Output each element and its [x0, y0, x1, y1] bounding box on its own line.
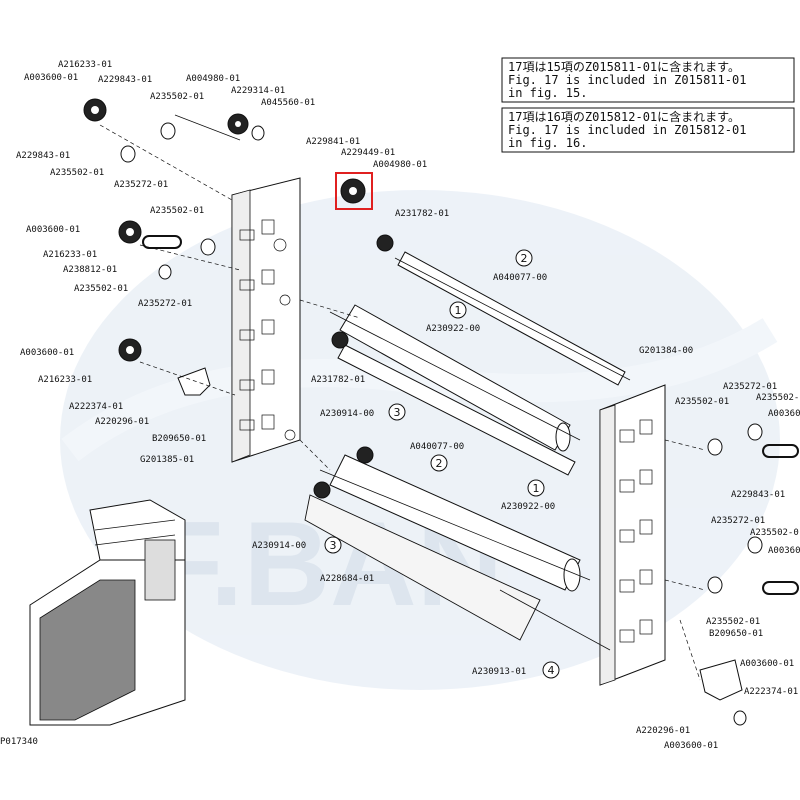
- note-2-line-1: 17項は16項のZ015812-01に含まれます。: [508, 109, 740, 124]
- part-label: A004980-01: [373, 160, 427, 170]
- part-label: A230922-00: [426, 324, 480, 334]
- part-label: A229841-01: [306, 137, 360, 147]
- highlighted-gear-icon: [335, 172, 373, 210]
- svg-text:4: 4: [548, 664, 555, 677]
- part-label: A235272-01: [138, 299, 192, 309]
- svg-text:3: 3: [394, 406, 401, 419]
- part-label: A003600-01: [24, 73, 78, 83]
- part-label: A235502-01: [706, 617, 760, 627]
- callout-4: 4: [542, 661, 560, 679]
- svg-text:2: 2: [436, 457, 443, 470]
- part-label: A00360: [768, 546, 800, 556]
- gear-icon: [313, 234, 394, 499]
- part-label: A235502-01: [675, 397, 729, 407]
- highlight-box: [335, 172, 373, 210]
- note-1-line-2: Fig. 17 is included in Z015811-01: [508, 73, 746, 87]
- part-label: A003600-01: [740, 659, 794, 669]
- svg-text:2: 2: [521, 252, 528, 265]
- right-frame-plate: [599, 384, 666, 686]
- part-label: A238812-01: [63, 265, 117, 275]
- part-label: G201384-00: [639, 346, 693, 356]
- svg-text:1: 1: [455, 304, 462, 317]
- guide-plate: [304, 494, 541, 641]
- part-label: A229314-01: [231, 86, 285, 96]
- part-label: A216233-01: [43, 250, 97, 260]
- note-2-line-2: Fig. 17 is included in Z015812-01: [508, 123, 746, 137]
- part-label: B209650-01: [152, 434, 206, 444]
- part-label: A235502-0: [750, 528, 799, 538]
- part-label: A003600-01: [664, 741, 718, 751]
- roller-2-upper: [394, 251, 631, 386]
- part-label: A235502-01: [50, 168, 104, 178]
- svg-text:3: 3: [330, 539, 337, 552]
- roller-4-shaft: [499, 589, 611, 651]
- gear-icon: [227, 113, 249, 135]
- note-2-line-3: in fig. 16.: [508, 136, 587, 150]
- part-label: A040077-00: [410, 442, 464, 452]
- part-label: A230913-01: [472, 667, 526, 677]
- part-label: A222374-01: [744, 687, 798, 697]
- part-label: A228684-01: [320, 574, 374, 584]
- part-label: B209650-01: [709, 629, 763, 639]
- part-label: A00360: [768, 409, 800, 419]
- part-label: A230914-00: [252, 541, 306, 551]
- part-label: A045560-01: [261, 98, 315, 108]
- part-label: A040077-00: [493, 273, 547, 283]
- part-label: A229843-01: [98, 75, 152, 85]
- part-label: A216233-01: [58, 60, 112, 70]
- note-1-line-1: 17項は15項のZ015811-01に含まれます。: [508, 59, 740, 74]
- callout-2-upper: 2: [515, 249, 533, 267]
- part-label: A229843-01: [731, 490, 785, 500]
- figure-id: P017340: [0, 737, 38, 747]
- part-label: A003600-01: [26, 225, 80, 235]
- part-label: A003600-01: [20, 348, 74, 358]
- part-labels: A216233-01 A003600-01 A229843-01 A235502…: [16, 60, 800, 751]
- part-label: A004980-01: [186, 74, 240, 84]
- part-label: A230922-00: [501, 502, 555, 512]
- roller-1-lower: [319, 454, 591, 592]
- assembly-lines: [99, 114, 706, 681]
- part-label: A235502-01: [74, 284, 128, 294]
- part-label: A235272-01: [711, 516, 765, 526]
- gear-icon: [118, 338, 142, 362]
- part-label: A229843-01: [16, 151, 70, 161]
- part-label: A231782-01: [395, 209, 449, 219]
- part-label: A235502-01: [150, 206, 204, 216]
- belt-icon: [142, 235, 799, 595]
- left-frame-plate: [231, 177, 301, 463]
- callout-1-upper: 1: [449, 301, 467, 319]
- part-label: A220296-01: [636, 726, 690, 736]
- roller-1-upper: [329, 304, 581, 452]
- part-label: A230914-00: [320, 409, 374, 419]
- part-label: A235272-01: [723, 382, 777, 392]
- note-box-2: 17項は16項のZ015812-01に含まれます。 Fig. 17 is inc…: [501, 107, 795, 153]
- part-label: G201385-01: [140, 455, 194, 465]
- part-label: A216233-01: [38, 375, 92, 385]
- machine-thumbnail: [29, 499, 186, 726]
- gear-icon: [83, 98, 107, 122]
- part-label: A235502-01: [150, 92, 204, 102]
- callout-1-lower: 1: [527, 479, 545, 497]
- part-label: A235272-01: [114, 180, 168, 190]
- callout-2-lower: 2: [430, 454, 448, 472]
- roller-2-middle: [337, 344, 576, 476]
- bushing-icon: [120, 122, 763, 726]
- part-label: A229449-01: [341, 148, 395, 158]
- note-box-1: 17項は15項のZ015811-01に含まれます。 Fig. 17 is inc…: [501, 57, 795, 103]
- part-label: A220296-01: [95, 417, 149, 427]
- callout-3-upper: 3: [388, 403, 406, 421]
- part-label: A222374-01: [69, 402, 123, 412]
- svg-text:1: 1: [533, 482, 540, 495]
- callout-3-lower: 3: [324, 536, 342, 554]
- bracket-icon: [177, 367, 743, 701]
- part-label: A235502-: [756, 393, 799, 403]
- part-label: A231782-01: [311, 375, 365, 385]
- note-1-line-3: in fig. 15.: [508, 86, 587, 100]
- gear-icon: [118, 220, 142, 244]
